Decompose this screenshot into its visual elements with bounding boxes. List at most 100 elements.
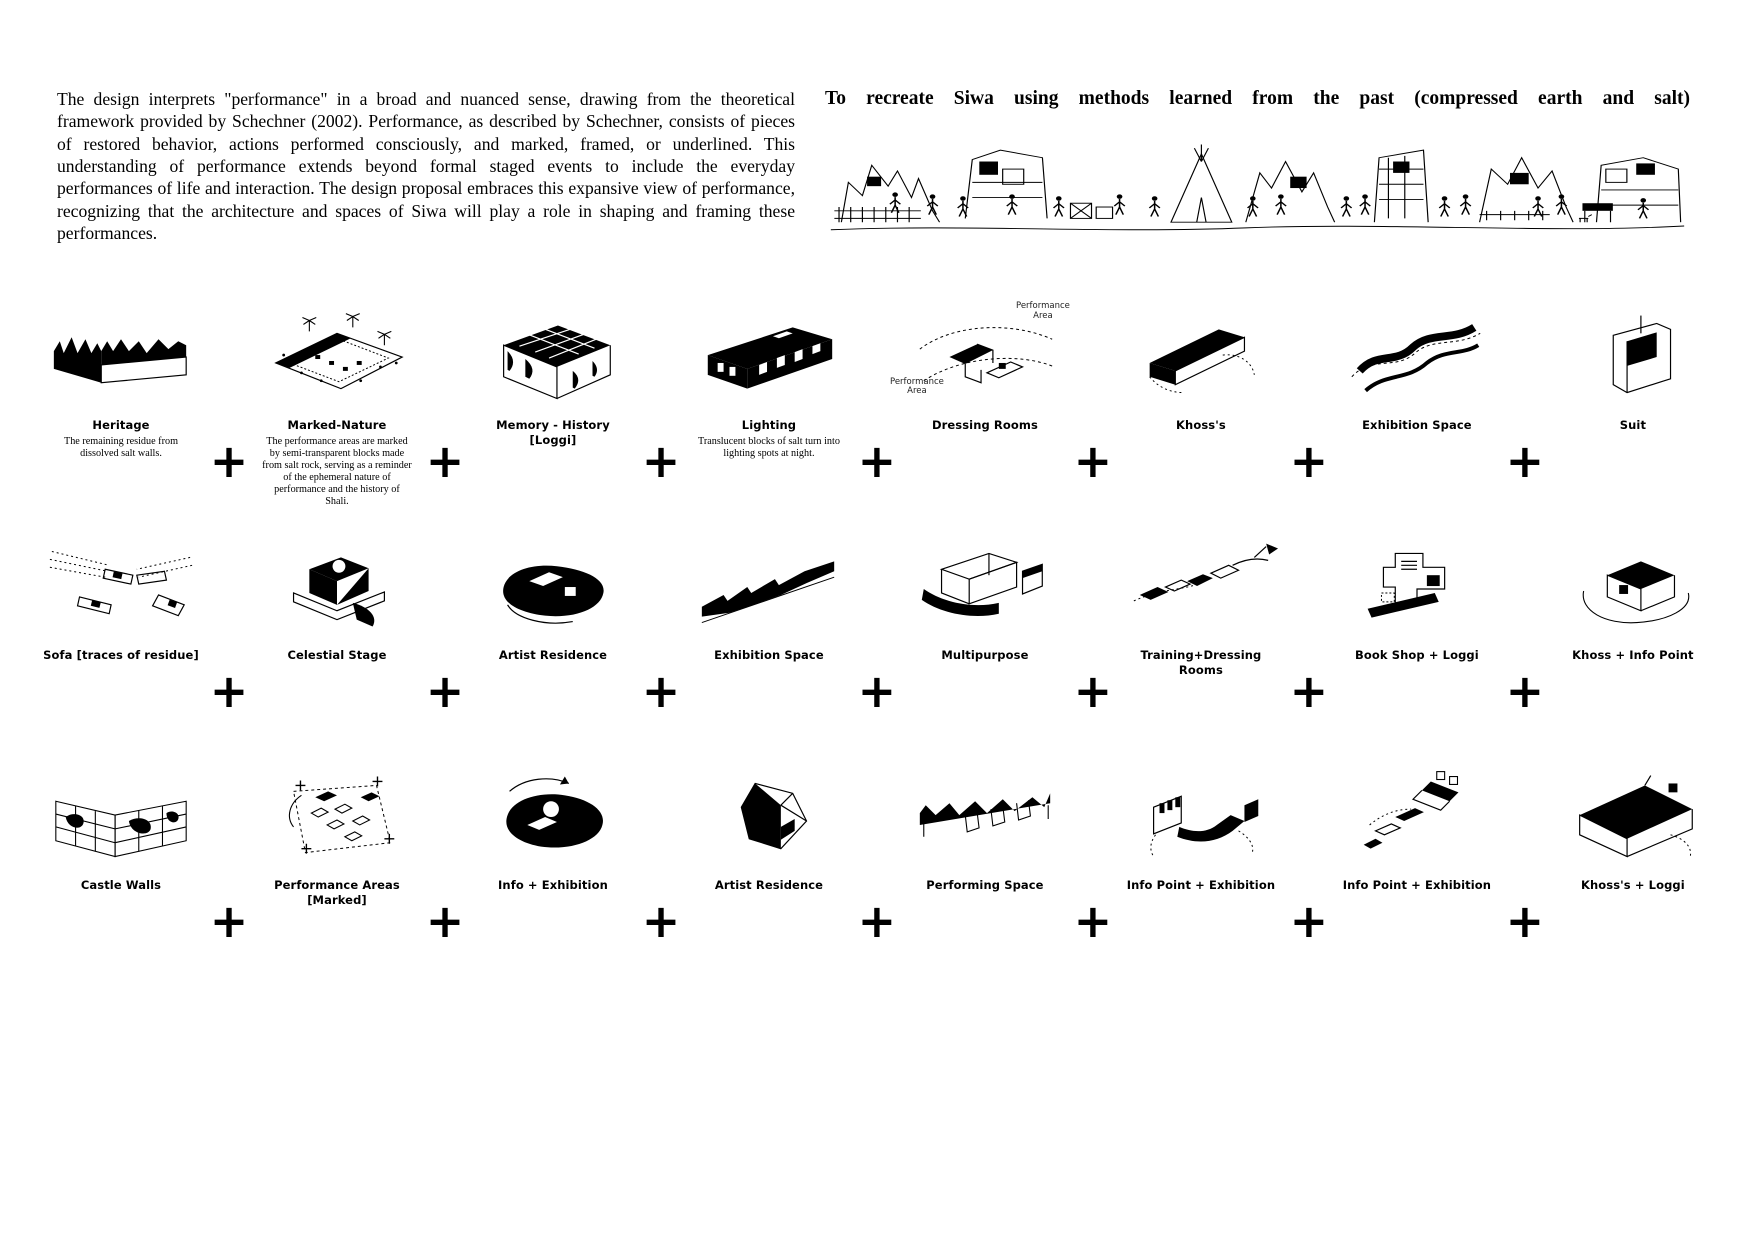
plus-separator: + <box>641 434 681 489</box>
diagram-caption: The remaining residue from dissolved sal… <box>63 435 178 459</box>
suit-axon-sketch <box>1554 302 1712 418</box>
plus-separator: + <box>641 664 681 719</box>
diagram-label: Heritage <box>92 418 150 433</box>
plus-separator: + <box>641 894 681 949</box>
plus-separator: + <box>1505 664 1545 719</box>
plus-separator: + <box>1073 894 1113 949</box>
plus-separator: + <box>857 664 897 719</box>
plus-separator: + <box>1289 434 1329 489</box>
plus-separator: + <box>425 664 465 719</box>
diagram-label: Castle Walls <box>80 878 162 893</box>
plus-separator: + <box>209 894 249 949</box>
heritage-axon-sketch <box>42 302 200 418</box>
plus-separator: + <box>1505 894 1545 949</box>
diagram-label: Suit <box>1619 418 1647 433</box>
artist-residence2-axon-sketch <box>690 762 848 878</box>
diagram-item: Exhibition Space <box>690 532 848 662</box>
castle-walls-axon-sketch <box>42 762 200 878</box>
diagram-label: Sofa [traces of residue] <box>43 648 199 663</box>
diagram-item: Multipurpose <box>906 532 1064 662</box>
annotation-label: Performance Area <box>890 376 944 397</box>
diagram-label: Lighting <box>741 418 797 433</box>
plus-separator: + <box>1505 434 1545 489</box>
diagram-label: Marked-Nature <box>287 418 387 433</box>
celestial-stage-axon-sketch <box>258 532 416 648</box>
khoss-axon-sketch <box>1122 302 1280 418</box>
diagram-row: Sofa [traces of residue] + Celestial Stage… <box>42 532 1712 740</box>
diagram-caption: Translucent blocks of salt turn into lig… <box>697 435 840 459</box>
banner-section: To recreate Siwa using methods learned f… <box>825 88 1690 244</box>
diagram-item: Khoss's + Loggi <box>1554 762 1712 892</box>
infopoint-exhibition-b-axon-sketch <box>1338 762 1496 878</box>
plus-separator: + <box>857 894 897 949</box>
siwa-construction-sketch <box>825 116 1690 244</box>
diagram-label: Khoss's <box>1176 418 1226 433</box>
info-exhibition-axon-sketch <box>474 762 632 878</box>
exhibition-ribbon-axon-sketch <box>1338 302 1496 418</box>
multipurpose-axon-sketch <box>906 532 1064 648</box>
plus-separator: + <box>209 434 249 489</box>
diagram-item: Book Shop + Loggi <box>1338 532 1496 662</box>
diagram-label: Artist Residence <box>714 878 824 893</box>
diagram-item: Castle Walls <box>42 762 200 892</box>
diagram-item: Training+Dressing Rooms <box>1122 532 1280 677</box>
diagram-label: Khoss's + Loggi <box>1580 878 1685 893</box>
diagram-label: Exhibition Space <box>714 648 824 663</box>
lighting-axon-sketch <box>690 302 848 418</box>
plus-separator: + <box>1073 434 1113 489</box>
intro-paragraph: The design interprets "performance" in a… <box>57 89 795 244</box>
diagram-row: Castle Walls + Performance Areas [Marked] +… <box>42 762 1712 970</box>
plus-separator: + <box>1073 664 1113 719</box>
khoss-info-axon-sketch <box>1554 532 1712 648</box>
header-section: The design interprets "performance" in a… <box>0 0 1754 244</box>
memory-axon-sketch <box>474 302 632 418</box>
artist-residence-axon-sketch <box>474 532 632 648</box>
plus-separator: + <box>209 664 249 719</box>
diagram-caption: The performance areas are marked by semi… <box>262 435 412 507</box>
diagram-label: Performance Areas [Marked] <box>274 878 400 907</box>
diagram-item: Suit <box>1554 302 1712 432</box>
infopoint-exhibition-a-axon-sketch <box>1122 762 1280 878</box>
banner-title: To recreate Siwa using methods learned f… <box>825 88 1690 109</box>
khoss-loggi-axon-sketch <box>1554 762 1712 878</box>
diagram-label: Multipurpose <box>941 648 1029 663</box>
diagram-item: Sofa [traces of residue] <box>42 532 200 662</box>
diagram-item: Artist Residence <box>690 762 848 892</box>
diagram-label: Celestial Stage <box>287 648 387 663</box>
diagram-label: Book Shop + Loggi <box>1355 648 1479 663</box>
exhibition-strip-axon-sketch <box>690 532 848 648</box>
diagram-label: Memory - History [Loggi] <box>496 418 610 447</box>
diagram-label: Khoss + Info Point <box>1572 648 1694 663</box>
diagram-label: Info + Exhibition <box>498 878 608 893</box>
plus-separator: + <box>1289 664 1329 719</box>
diagram-item: Exhibition Space <box>1338 302 1496 432</box>
performance-areas-axon-sketch <box>258 762 416 878</box>
training-rooms-axon-sketch <box>1122 532 1280 648</box>
diagram-item: Info + Exhibition <box>474 762 632 892</box>
diagram-item: Info Point + Exhibition <box>1122 762 1280 892</box>
diagram-item: Khoss's <box>1122 302 1280 432</box>
diagram-label: Info Point + Exhibition <box>1342 878 1492 893</box>
bookshop-axon-sketch <box>1338 532 1496 648</box>
presentation-board: The design interprets "performance" in a… <box>0 0 1754 970</box>
plus-separator: + <box>1289 894 1329 949</box>
diagram-item: Celestial Stage <box>258 532 416 662</box>
plus-separator: + <box>425 894 465 949</box>
diagram-item: Artist Residence <box>474 532 632 662</box>
diagram-item: Memory - History [Loggi] <box>474 302 632 447</box>
sofa-traces-axon-sketch <box>42 532 200 648</box>
diagram-item: Info Point + Exhibition <box>1338 762 1496 892</box>
diagram-label: Exhibition Space <box>1362 418 1472 433</box>
performing-space-axon-sketch <box>906 762 1064 878</box>
plus-separator: + <box>857 434 897 489</box>
plus-separator: + <box>425 434 465 489</box>
diagram-item: Khoss + Info Point <box>1554 532 1712 662</box>
diagram-item: Performing Space <box>906 762 1064 892</box>
diagram-label: Dressing Rooms <box>931 418 1038 433</box>
